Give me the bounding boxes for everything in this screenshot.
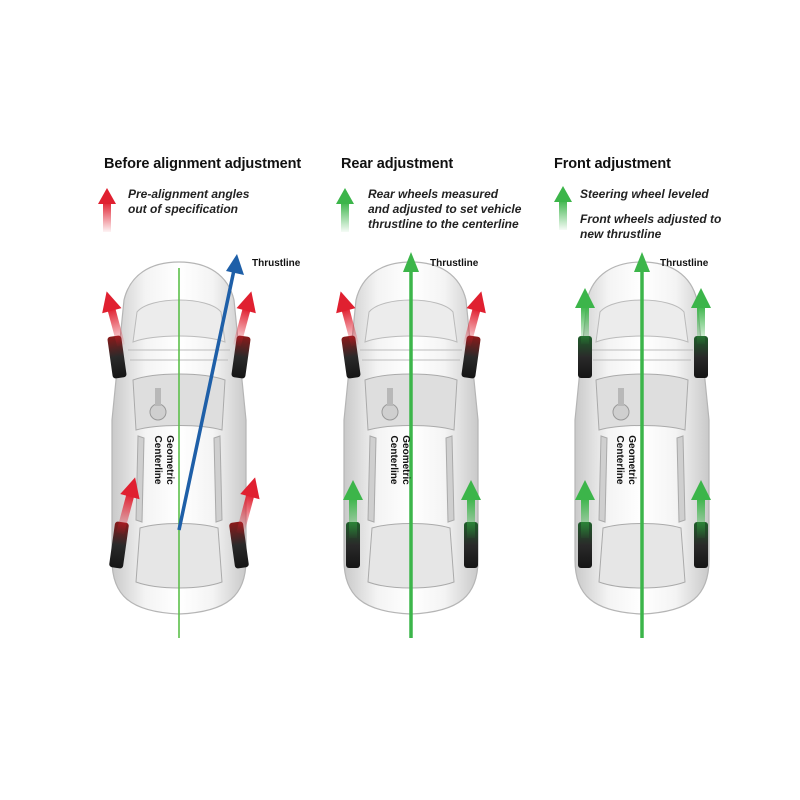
panel-title: Front adjustment	[554, 156, 671, 172]
thrustline-label: Thrustline	[252, 258, 301, 269]
green-thrustline-arrow	[634, 252, 650, 638]
panel-title: Before alignment adjustment	[104, 156, 302, 172]
panel-title: Rear adjustment	[341, 156, 454, 172]
wheel-direction-arrows	[575, 288, 711, 538]
legend-note-front-wheels: Front wheels adjusted to new thrustline	[580, 212, 722, 241]
thrustline-label: Thrustline	[660, 258, 709, 269]
tires	[107, 335, 251, 569]
panel-front-adjustment: Front adjustment Steering wheel leveled …	[532, 0, 798, 800]
wheel-direction-arrows	[102, 291, 260, 535]
green-arrow-legend-icon	[336, 188, 354, 232]
thrustline-label: Thrustline	[430, 258, 479, 269]
car-diagram-rear	[336, 252, 486, 638]
panel-rear-adjustment: Rear adjustment Rear wheels measured and…	[266, 0, 532, 800]
green-thrustline-arrow	[403, 252, 419, 638]
red-arrow-legend-icon	[98, 188, 116, 232]
panel-before-alignment: Before alignment adjustment Pre-alignmen…	[0, 0, 301, 800]
legend-note: Pre-alignment angles out of specificatio…	[128, 187, 250, 216]
wheel-direction-arrows	[336, 291, 486, 538]
legend-note-steering: Steering wheel leveled	[580, 187, 709, 201]
legend-note: Rear wheels measured and adjusted to set…	[368, 187, 522, 231]
geometric-centerline-label: Geometric Centerline	[152, 435, 175, 485]
green-arrow-legend-icon	[554, 186, 572, 230]
geometric-centerline-label: Geometric Centerline	[614, 435, 637, 485]
blue-thrustline-arrow	[177, 254, 244, 531]
car-diagram-before	[102, 254, 260, 638]
car-diagram-front	[574, 252, 711, 638]
geometric-centerline-label: Geometric Centerline	[388, 435, 411, 485]
